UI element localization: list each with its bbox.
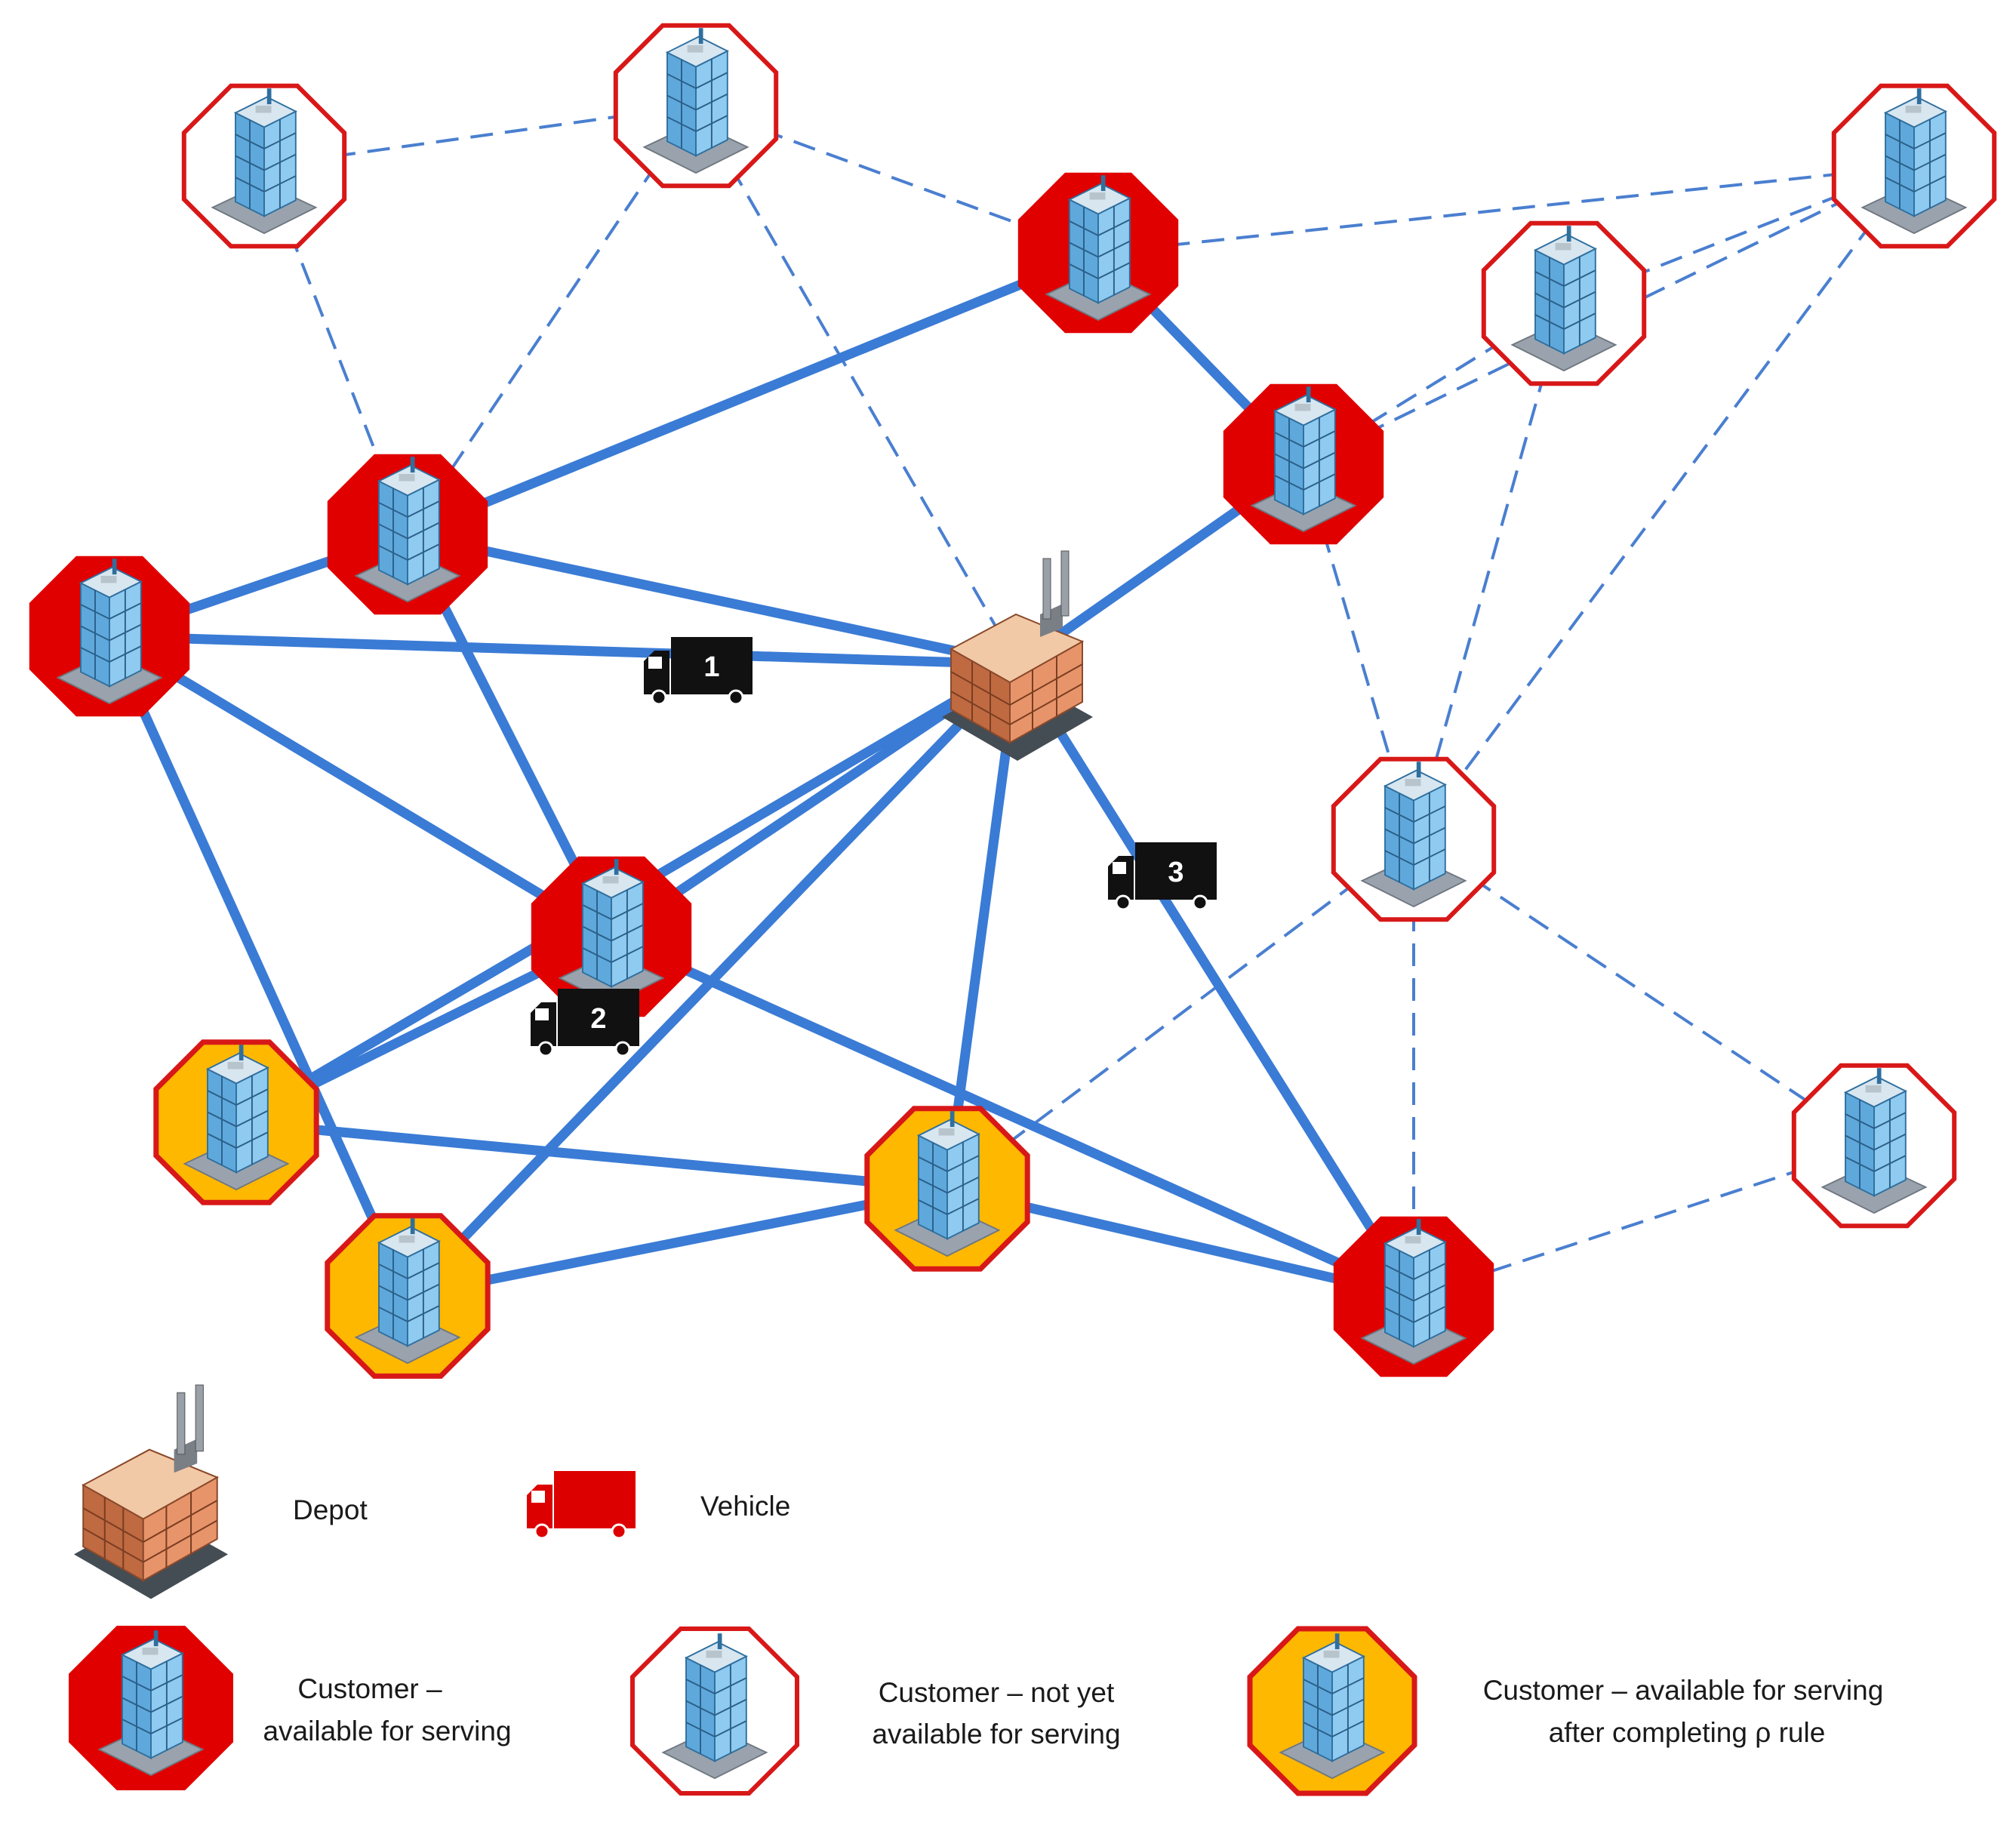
vehicle-2: 2	[529, 987, 641, 1057]
legend-not-yet-line1: Customer – not yet	[879, 1677, 1115, 1708]
customer-node-c3	[1017, 172, 1179, 334]
customer-node-c9	[1331, 756, 1497, 922]
route-edge	[402, 659, 1023, 1301]
vehicle-number: 1	[703, 651, 719, 683]
potential-link	[406, 104, 697, 536]
vehicle-routes	[104, 248, 1419, 1302]
legend-available-line1: Customer –	[297, 1673, 442, 1704]
potential-link	[1412, 165, 1916, 841]
customer-node-c2	[613, 23, 779, 189]
legend-after-rho-line1: Customer – available for serving	[1483, 1675, 1884, 1706]
legend: Depot Vehicle Customer – available for s…	[69, 1383, 1884, 1796]
customer-node-c7	[29, 556, 190, 717]
route-edge	[1012, 659, 1419, 1302]
customer-node-c11	[153, 1039, 319, 1205]
route-edge	[104, 631, 617, 942]
customer-node-c15	[1791, 1063, 1957, 1229]
route-edge	[104, 631, 413, 1301]
legend-truck	[525, 1470, 637, 1540]
customer-nodes	[29, 23, 1997, 1379]
customer-node-c1	[181, 83, 347, 249]
potential-link	[946, 838, 1415, 1190]
potential-link	[1303, 165, 1915, 466]
potential-link	[1412, 838, 1876, 1147]
customer-node-c5	[1481, 220, 1647, 386]
legend-depot-label: Depot	[293, 1494, 368, 1525]
depot	[941, 550, 1094, 762]
vehicle-number: 2	[590, 1003, 606, 1035]
customer-node-c10	[531, 856, 692, 1017]
legend-not-yet-node	[630, 1626, 799, 1796]
customer-node-c13	[864, 1106, 1030, 1272]
depot-factory-icon	[941, 550, 1094, 762]
route-edge	[402, 248, 1103, 540]
truck-icon	[642, 636, 754, 706]
potential-link	[1412, 303, 1565, 840]
legend-available-node	[69, 1626, 233, 1790]
legend-vehicle-label: Vehicle	[700, 1491, 790, 1522]
potential-link	[1097, 165, 1915, 254]
route-edge	[402, 1183, 953, 1301]
route-edge	[231, 1117, 953, 1194]
truck-icon	[1106, 841, 1218, 911]
customer-node-c12	[325, 1213, 491, 1379]
potential-link	[694, 105, 1019, 665]
legend-available-line2: available for serving	[263, 1716, 511, 1747]
truck-icon	[529, 987, 641, 1057]
vehicle-number: 3	[1168, 857, 1183, 888]
vehicle-1: 1	[642, 636, 754, 706]
legend-factory-icon	[72, 1383, 229, 1600]
customer-node-c14	[1333, 1216, 1494, 1377]
vehicles: 1 2 3	[529, 636, 1218, 1057]
vehicle-3: 3	[1106, 841, 1218, 911]
truck-icon	[525, 1470, 637, 1540]
customer-node-c8	[1223, 383, 1384, 545]
customer-node-c6	[327, 454, 488, 615]
legend-after-rho-node	[1247, 1626, 1417, 1796]
route-edge	[606, 931, 1419, 1302]
route-edge	[402, 529, 1023, 669]
legend-not-yet-line2: available for serving	[872, 1719, 1120, 1750]
route-edge	[104, 631, 1023, 669]
legend-after-rho-line2: after completing ρ rule	[1549, 1717, 1826, 1748]
customer-node-c4	[1831, 83, 1997, 249]
